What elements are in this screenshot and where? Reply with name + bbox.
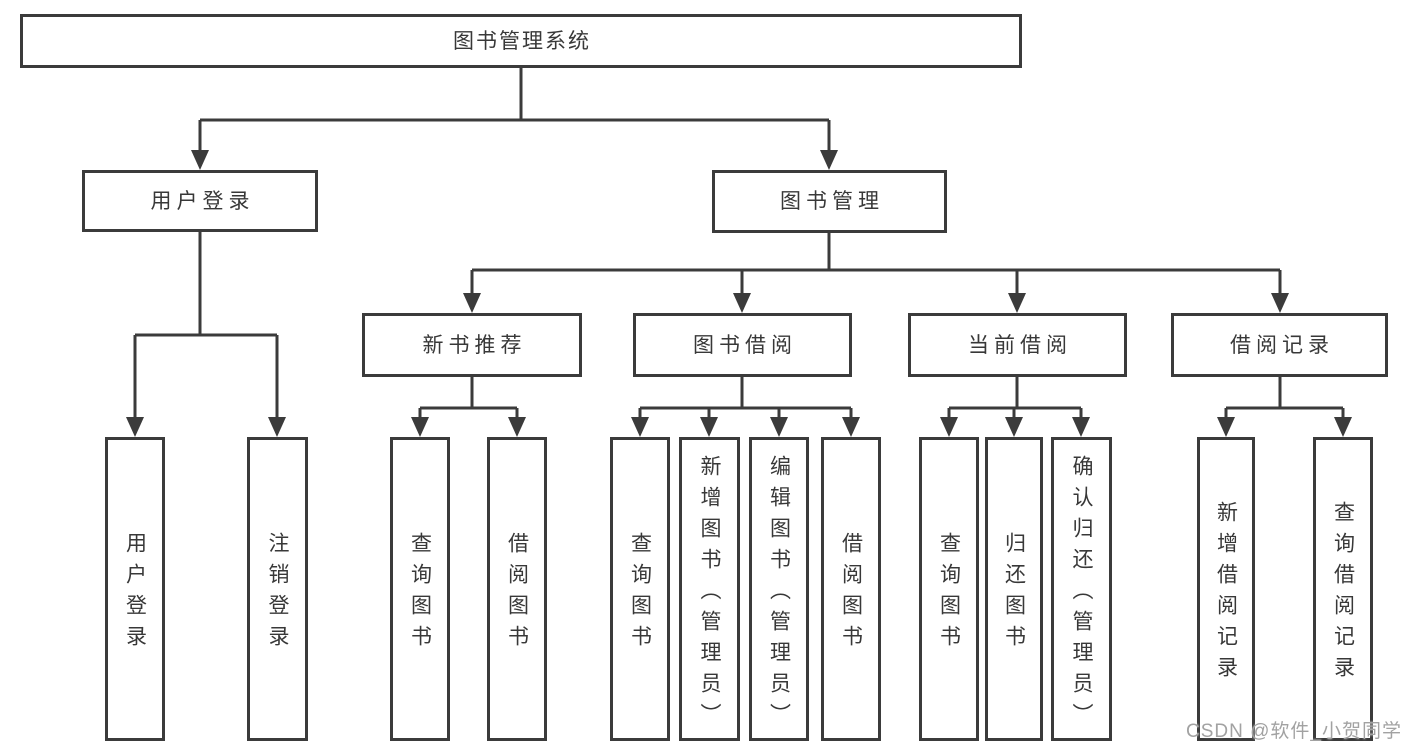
- leaf-nbr-borrow-books-label: 借阅图书: [505, 532, 529, 656]
- leaf-cb-confirm-return-admin-label: 确认归还（管理员）: [1070, 454, 1093, 734]
- arrowheads: [126, 150, 1352, 437]
- node-root: 图书管理系统: [20, 14, 1022, 68]
- node-book-management-label: 图书管理: [780, 190, 884, 213]
- arrow-book-management: [820, 150, 838, 170]
- leaf-bb-query-books: 查询图书: [610, 437, 670, 741]
- leaf-nbr-query-books: 查询图书: [390, 437, 450, 741]
- leaf-bb-edit-books-admin-label: 编辑图书（管理员）: [767, 454, 791, 734]
- leaf-cb-return-books: 归还图书: [985, 437, 1043, 741]
- arrow-leaf-bb-query: [631, 417, 649, 437]
- arrow-leaf-nbr-query: [411, 417, 429, 437]
- arrow-leaf-bb-edit: [770, 417, 788, 437]
- node-book-borrow-label: 图书借阅: [693, 333, 797, 357]
- arrow-leaf-rec-query: [1334, 417, 1352, 437]
- leaf-cb-query-books: 查询图书: [919, 437, 979, 741]
- arrow-leaf-nbr-borrow: [508, 417, 526, 437]
- connector-path: [133, 68, 1345, 417]
- leaf-user-login-label: 用户登录: [123, 532, 147, 656]
- node-current-borrow: 当前借阅: [908, 313, 1127, 377]
- node-root-label: 图书管理系统: [453, 29, 591, 53]
- leaf-bb-edit-books-admin: 编辑图书（管理员）: [749, 437, 809, 741]
- leaf-nbr-query-books-label: 查询图书: [408, 532, 432, 656]
- node-book-borrow: 图书借阅: [633, 313, 852, 377]
- leaf-logout-label: 注销登录: [266, 532, 289, 656]
- arrow-new-book-recommend: [463, 293, 481, 313]
- leaf-nbr-borrow-books: 借阅图书: [487, 437, 547, 741]
- arrow-leaf-user-login: [126, 417, 144, 437]
- arrow-leaf-cb-return: [1005, 417, 1023, 437]
- leaf-bb-borrow-books: 借阅图书: [821, 437, 881, 741]
- arrow-borrow-records: [1271, 293, 1289, 313]
- arrow-leaf-logout: [268, 417, 286, 437]
- leaf-rec-add-borrow-record-label: 新增借阅记录: [1214, 501, 1238, 687]
- leaf-rec-query-borrow-record: 查询借阅记录: [1313, 437, 1373, 741]
- arrow-leaf-cb-confirm: [1072, 417, 1090, 437]
- leaf-rec-add-borrow-record: 新增借阅记录: [1197, 437, 1255, 741]
- csdn-watermark: CSDN @软件_小贺同学: [1186, 721, 1402, 742]
- leaf-rec-query-borrow-record-label: 查询借阅记录: [1331, 501, 1355, 687]
- arrow-leaf-cb-query: [940, 417, 958, 437]
- leaf-bb-add-books-admin: 新增图书（管理员）: [679, 437, 740, 741]
- node-new-book-recommend-label: 新书推荐: [422, 333, 527, 357]
- leaf-user-login: 用户登录: [105, 437, 165, 741]
- node-new-book-recommend: 新书推荐: [362, 313, 582, 377]
- leaf-bb-borrow-books-label: 借阅图书: [839, 532, 863, 656]
- leaf-bb-add-books-admin-label: 新增图书（管理员）: [698, 454, 721, 734]
- leaf-cb-query-books-label: 查询图书: [937, 532, 961, 656]
- leaf-cb-confirm-return-admin: 确认归还（管理员）: [1051, 437, 1112, 741]
- node-borrow-records: 借阅记录: [1171, 313, 1388, 377]
- arrow-current-borrow: [1008, 293, 1026, 313]
- node-user-login: 用户登录: [82, 170, 318, 232]
- leaf-bb-query-books-label: 查询图书: [628, 532, 652, 656]
- leaf-logout: 注销登录: [247, 437, 308, 741]
- node-borrow-records-label: 借阅记录: [1230, 333, 1334, 357]
- arrow-book-borrow: [733, 293, 751, 313]
- node-current-borrow-label: 当前借阅: [968, 333, 1072, 357]
- leaf-cb-return-books-label: 归还图书: [1002, 532, 1026, 656]
- arrow-leaf-bb-borrow: [842, 417, 860, 437]
- node-book-management: 图书管理: [712, 170, 947, 233]
- arrow-leaf-bb-add: [700, 417, 718, 437]
- arrow-leaf-rec-add: [1217, 417, 1235, 437]
- arrow-user-login: [191, 150, 209, 170]
- node-user-login-label: 用户登录: [150, 189, 255, 213]
